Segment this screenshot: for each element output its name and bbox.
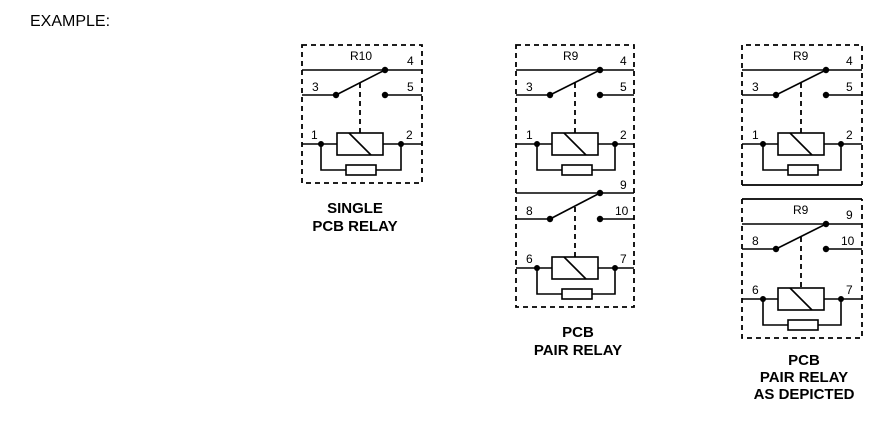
depicted-caption-line1: PCB	[788, 352, 820, 369]
example-header: EXAMPLE:	[30, 13, 110, 30]
pair-bottom-coil	[551, 256, 599, 280]
depicted-pin-5: 5	[846, 80, 853, 94]
pair-pin-10: 10	[615, 204, 629, 218]
single-relay-border	[301, 44, 423, 184]
single-coil	[336, 132, 384, 156]
depicted-pin-8-contact	[772, 245, 780, 253]
single-relay: R10 3 4 5 1 2 SINGLE PCB RELAY	[301, 44, 423, 235]
single-pin-4-contact	[381, 66, 389, 74]
pair-top-coil	[551, 132, 599, 156]
pair-pin-8: 8	[526, 204, 533, 218]
depicted-pin-4: 4	[846, 54, 853, 68]
depicted-pin-3-contact	[772, 91, 780, 99]
single-pin-1: 1	[311, 128, 318, 142]
pair-pin-1: 1	[526, 128, 533, 142]
depicted-bottom-border	[741, 199, 863, 339]
single-pin-3: 3	[312, 80, 319, 94]
depicted-pin-4-contact	[822, 66, 830, 74]
pair-pin-4: 4	[620, 54, 627, 68]
depicted-pin-6: 6	[752, 283, 759, 297]
depicted-pin-8: 8	[752, 234, 759, 248]
depicted-bottom-coil	[777, 287, 825, 311]
depicted-bottom-coil-slash	[789, 287, 813, 311]
single-pin-4: 4	[407, 54, 414, 68]
depicted-caption-line3: AS DEPICTED	[754, 386, 855, 403]
depicted-pin-10-contact	[822, 245, 830, 253]
single-relay-label: R10	[350, 49, 372, 63]
single-caption-line2: PCB RELAY	[312, 218, 397, 235]
single-coil-slash	[348, 132, 372, 156]
pair-pin-2: 2	[620, 128, 627, 142]
depicted-pin-9: 9	[846, 208, 853, 222]
depicted-pin-1: 1	[752, 128, 759, 142]
pair-relay: R9 3 4 5 1 2 8 9 10	[515, 44, 635, 359]
pair-pin-5: 5	[620, 80, 627, 94]
single-pin-5: 5	[407, 80, 414, 94]
depicted-bottom-label: R9	[793, 203, 809, 217]
pair-top-switch-arm	[549, 69, 601, 96]
pair-caption-line2: PAIR RELAY	[534, 342, 622, 359]
depicted-pin-7: 7	[846, 283, 853, 297]
pair-pin-3-contact	[546, 91, 554, 99]
depicted-pin-10: 10	[841, 234, 855, 248]
pair-bottom-switch-arm	[549, 192, 601, 220]
depicted-top-switch-arm	[775, 69, 827, 96]
pair-bottom-coil-slash	[563, 256, 587, 280]
pair-pin-9-contact	[596, 189, 604, 197]
depicted-bottom-switch-arm	[775, 223, 827, 250]
pair-pin-5-contact	[596, 91, 604, 99]
single-resistor	[345, 164, 377, 176]
pair-pin-4-contact	[596, 66, 604, 74]
single-caption-line1: SINGLE	[327, 200, 383, 217]
depicted-top-label: R9	[793, 49, 809, 63]
single-switch-arm	[335, 69, 386, 96]
depicted-top-coil-slash	[789, 132, 813, 156]
depicted-pin-9-contact	[822, 220, 830, 228]
depicted-top-coil	[777, 132, 825, 156]
pair-pin-7: 7	[620, 252, 627, 266]
depicted-top-resistor	[787, 164, 819, 176]
pair-pin-8-contact	[546, 215, 554, 223]
single-pin-2: 2	[406, 128, 413, 142]
pair-top-coil-slash	[563, 132, 587, 156]
single-pin-5-contact	[381, 91, 389, 99]
pair-caption-line1: PCB	[562, 324, 594, 341]
depicted-top-border	[741, 44, 863, 185]
depicted-pin-2: 2	[846, 128, 853, 142]
depicted-caption-line2: PAIR RELAY	[760, 369, 848, 386]
single-pin-3-contact	[332, 91, 340, 99]
pair-pin-6: 6	[526, 252, 533, 266]
depicted-pin-3: 3	[752, 80, 759, 94]
pair-bottom-resistor	[561, 288, 593, 300]
depicted-bottom-resistor	[787, 319, 819, 331]
pair-relay-label: R9	[563, 49, 579, 63]
pair-top-resistor	[561, 164, 593, 176]
depicted-pin-5-contact	[822, 91, 830, 99]
pair-pin-3: 3	[526, 80, 533, 94]
depicted-relay: R9 3 4 5 1 2 R9 8 9 10	[741, 44, 863, 403]
pair-pin-10-contact	[596, 215, 604, 223]
pair-pin-9: 9	[620, 178, 627, 192]
pair-relay-border	[515, 44, 635, 308]
